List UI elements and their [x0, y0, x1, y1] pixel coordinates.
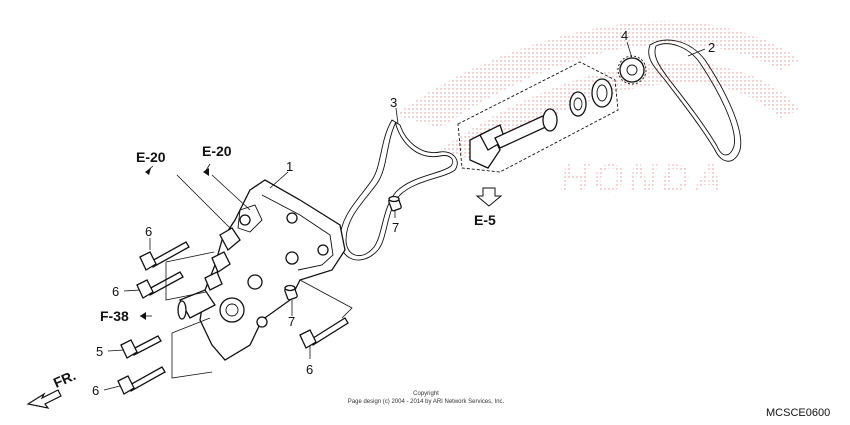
- ref-e20-left[interactable]: E-20: [136, 149, 166, 165]
- ref-e20-right[interactable]: E-20: [202, 143, 232, 159]
- honda-wing-watermark: HONDA: [395, 21, 800, 201]
- bolt-6-bottom-right[interactable]: [299, 317, 349, 349]
- honda-watermark-text: HONDA: [560, 157, 727, 201]
- callout-6-bottom-right[interactable]: 6: [306, 362, 313, 377]
- callout-7-lower[interactable]: 7: [288, 314, 295, 329]
- callout-7-upper[interactable]: 7: [392, 220, 399, 235]
- dowel-pin-lower[interactable]: [284, 284, 298, 301]
- callout-6-top[interactable]: 6: [145, 224, 152, 239]
- callout-3[interactable]: 3: [390, 95, 397, 110]
- ref-e5[interactable]: E-5: [474, 212, 496, 228]
- copyright-line-2: Page design (c) 2004 - 2014 by ARI Netwo…: [348, 399, 505, 405]
- callout-1[interactable]: 1: [286, 159, 293, 174]
- chain-part-2[interactable]: [648, 39, 742, 162]
- gasket-part-3[interactable]: [339, 119, 458, 261]
- bolt-6-top[interactable]: [139, 241, 190, 271]
- callout-5[interactable]: 5: [96, 344, 103, 359]
- front-label: FR.: [51, 367, 78, 391]
- callout-6-bottom-left[interactable]: 6: [92, 383, 99, 398]
- ref-arrows: [26, 163, 503, 409]
- dowel-pin-upper[interactable]: [388, 195, 402, 212]
- callout-4[interactable]: 4: [621, 28, 628, 43]
- ref-f38[interactable]: F-38: [100, 308, 129, 324]
- bolt-6-bottom-left[interactable]: [117, 366, 166, 395]
- down-arrow-e5: [475, 187, 503, 207]
- copyright-line-1: Copyright: [413, 391, 439, 397]
- leader-lines: [103, 41, 706, 391]
- water-pump-cover-part-1[interactable]: [177, 179, 346, 361]
- callout-6-middle[interactable]: 6: [112, 284, 119, 299]
- pump-shaft-assembly[interactable]: [457, 61, 619, 173]
- bolt-5[interactable]: [120, 335, 162, 359]
- diagram-code: MCSCE0600: [766, 407, 830, 419]
- bolt-6-middle[interactable]: [136, 271, 184, 299]
- callout-2[interactable]: 2: [708, 40, 715, 55]
- front-arrow-icon: [26, 389, 62, 409]
